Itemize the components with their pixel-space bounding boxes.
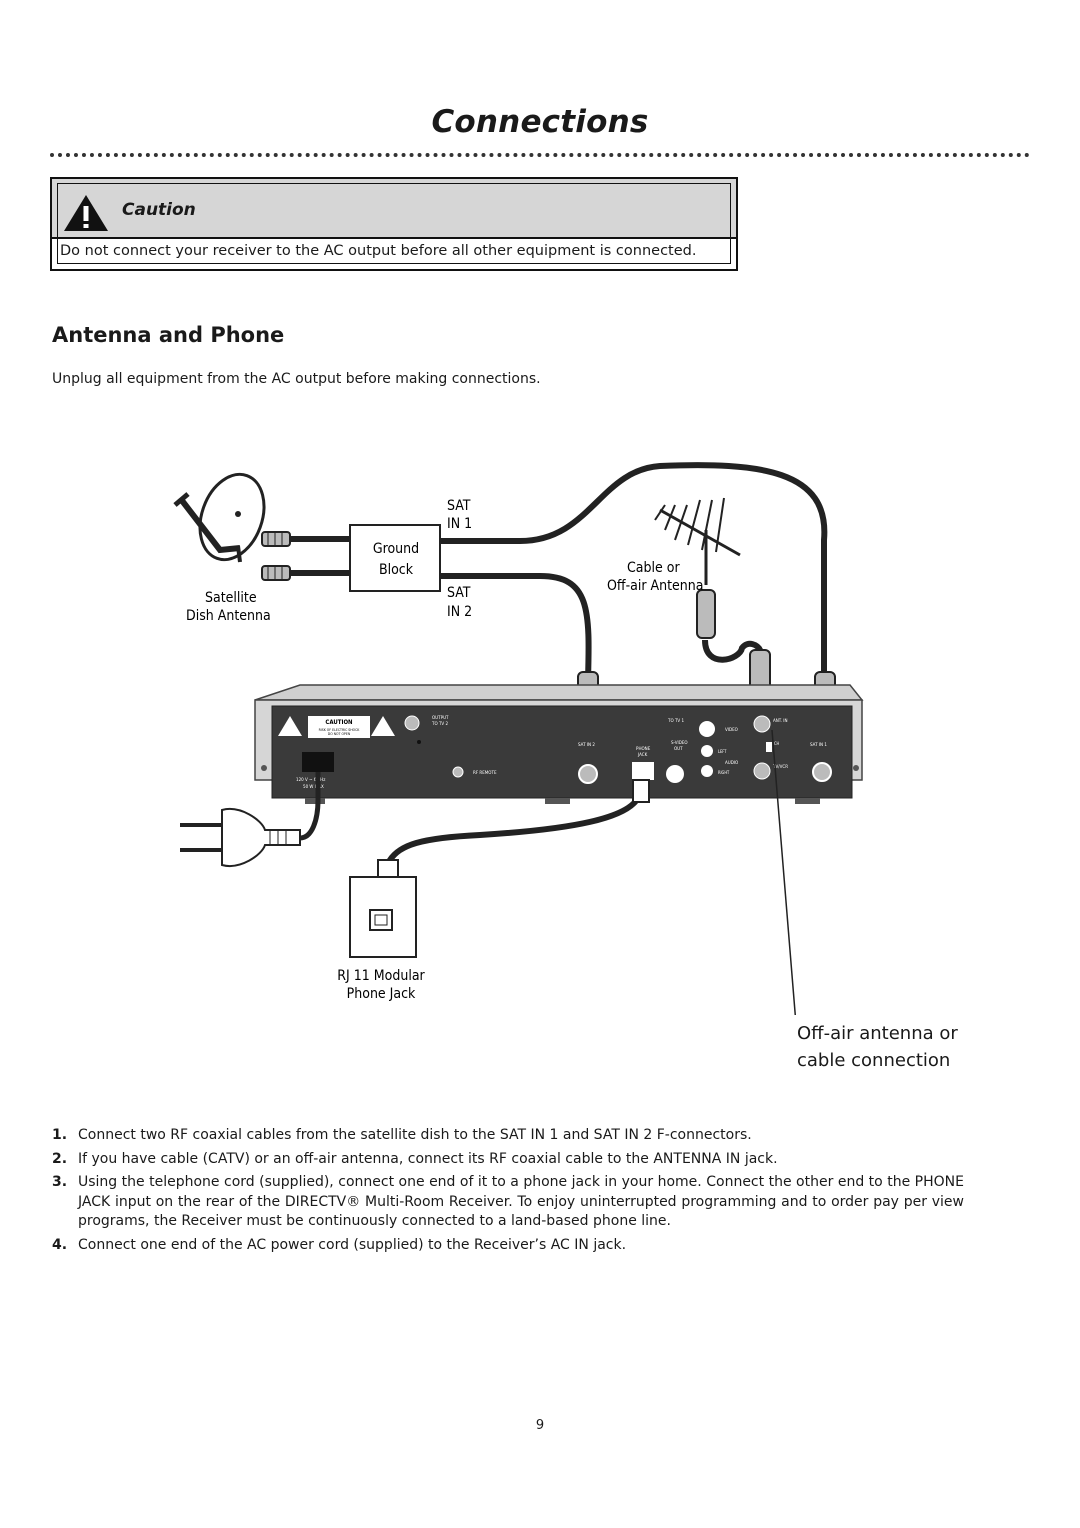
panel-sat-in-2: SAT IN 2: [578, 742, 595, 748]
steps-list: 1.Connect two RF coaxial cables from the…: [52, 1126, 964, 1259]
panel-output-sub: TO TV 2: [431, 721, 448, 727]
list-item: 3.Using the telephone cord (supplied), c…: [52, 1174, 964, 1229]
phone-plug-icon: [632, 779, 650, 803]
page-number: 9: [535, 1418, 545, 1433]
panel-phone-jack-2: JACK: [637, 752, 648, 758]
panel-right: RIGHT: [718, 770, 730, 775]
callout-line-1: Off-air antenna or: [797, 1023, 958, 1044]
panel-ch: CH: [774, 741, 780, 746]
caution-text: Do not connect your receiver to the AC o…: [60, 243, 697, 259]
panel-tv-vcr: TV/VCR: [772, 764, 788, 770]
panel-left: LEFT: [718, 749, 727, 754]
dish-label-2: Dish Antenna: [186, 608, 271, 624]
sat-in-1-label-b: IN 1: [447, 516, 472, 532]
panel-caution-sub-1: RISK OF ELECTRIC SHOCK: [319, 728, 361, 732]
panel-phone-jack-1: PHONE: [636, 746, 651, 752]
phonejack-label-2: Phone Jack: [347, 986, 416, 1002]
antenna-label-2: Off-air Antenna: [607, 578, 704, 594]
panel-audio: AUDIO: [725, 760, 738, 766]
panel-s-video-1: S-VIDEO: [671, 740, 688, 746]
callout: Off-air antenna or cable connection: [797, 1020, 958, 1074]
caution-box: Caution Do not connect your receiver to …: [50, 177, 738, 271]
ground-block: [349, 524, 441, 592]
panel-rf-remote: RF REMOTE: [473, 770, 497, 776]
ground-block-label-2: Block: [379, 562, 414, 578]
panel-s-video-2: OUT: [674, 746, 683, 752]
panel-ant-in: ANT. IN: [773, 718, 788, 724]
intro-text: Unplug all equipment from the AC output …: [52, 371, 541, 387]
panel-caution-sub-2: DO NOT OPEN: [328, 732, 351, 736]
callout-pointer: [771, 729, 797, 1015]
caution-label: Caution: [122, 200, 196, 220]
panel-caution: CAUTION: [325, 719, 353, 726]
panel-to-tv-1: TO TV 1: [667, 718, 684, 724]
satellite-dish-icon: [173, 472, 266, 563]
dish-connector-icon: [261, 531, 291, 581]
panel-video: VIDEO: [725, 727, 738, 733]
power-plug-icon: [180, 808, 301, 867]
sat-in-2-label-a: SAT: [447, 585, 471, 601]
panel-power-2: 50 W MAX: [303, 784, 324, 790]
caution-inner-frame: [57, 183, 731, 264]
antenna-icon: [654, 497, 741, 639]
panel-sat-in-1: SAT IN 1: [810, 742, 827, 748]
ground-block-label-1: Ground: [373, 541, 419, 557]
sat-in-2-label-b: IN 2: [447, 604, 472, 620]
list-item: 2.If you have cable (CATV) or an off-air…: [52, 1150, 778, 1167]
phonejack-label-1: RJ 11 Modular: [337, 968, 425, 984]
caution-header: [52, 179, 736, 239]
sat-in-1-label-a: SAT: [447, 498, 471, 514]
receiver-rear-panel: [254, 684, 864, 804]
list-item: 1.Connect two RF coaxial cables from the…: [52, 1127, 752, 1143]
panel-output: OUTPUT: [432, 715, 449, 721]
callout-line-2: cable connection: [797, 1050, 951, 1071]
page-title: Connections: [431, 104, 649, 140]
antenna-label-1: Cable or: [627, 560, 680, 576]
panel-power-1: 120 V ~ 60 Hz: [296, 777, 325, 783]
section-heading: Antenna and Phone: [52, 323, 285, 347]
dotted-divider: [50, 153, 1030, 157]
warning-triangle-icon: [64, 195, 108, 231]
list-item: 4.Connect one end of the AC power cord (…: [52, 1236, 627, 1253]
dish-label-1: Satellite: [205, 590, 257, 606]
connection-diagram: Ground Block Satellite Dish Antenna SAT …: [173, 462, 864, 1015]
